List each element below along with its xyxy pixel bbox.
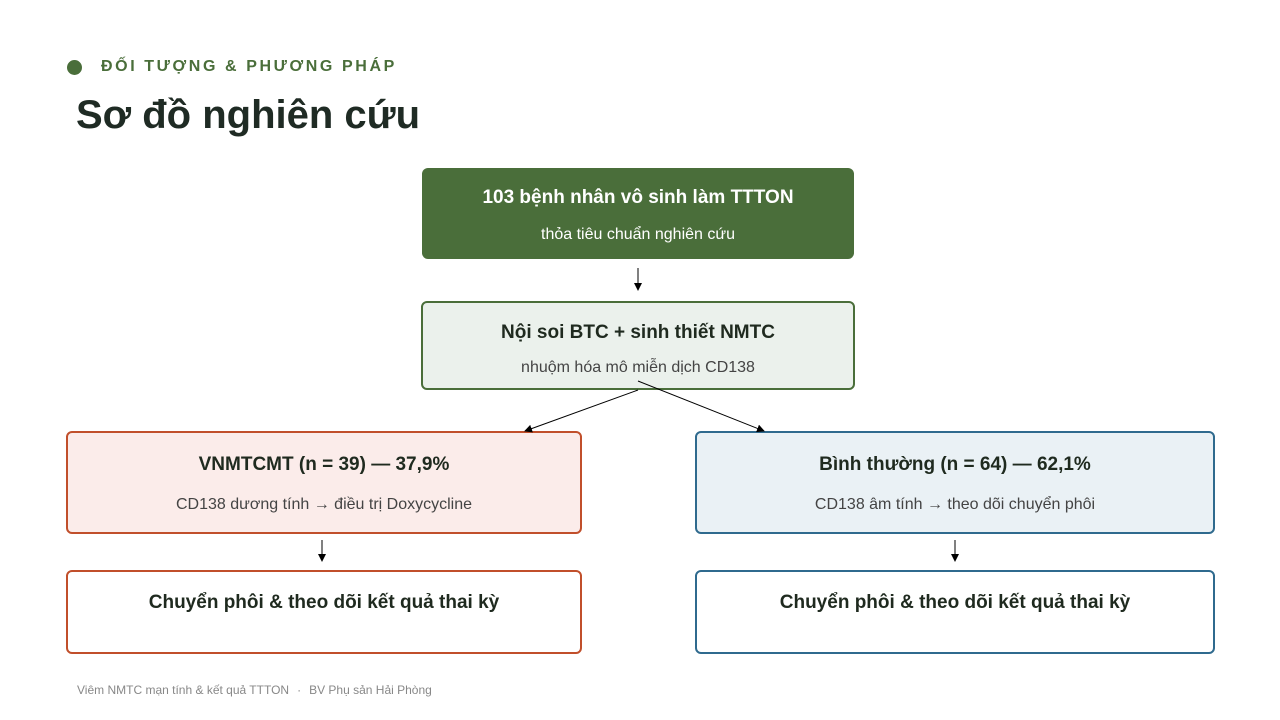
box-procedure-title: Nội soi BTC + sinh thiết NMTC [501,322,775,343]
footer-separator: · [297,683,302,697]
box-patients-title: 103 bệnh nhân vô sinh làm TTTON [482,187,794,208]
section-tag: ĐỐI TƯỢNG & PHƯƠNG PHÁP [67,58,397,76]
box-cem-title: VNMTCMT (n = 39) — 37,9% [198,454,450,475]
section-dot-icon [67,59,82,75]
arrow-middle-to-left [524,389,639,433]
box-normal-outcome: Chuyển phôi & theo dõi kết quả thai kỳ [695,570,1215,654]
box-normal-subtitle: CD138 âm tính → theo dõi chuyển phôi [814,496,1096,513]
footer-institution: BV Phụ sản Hải Phòng [309,683,432,697]
box-cem-outcome-title: Chuyển phôi & theo dõi kết quả thai kỳ [148,592,500,613]
section-label: ĐỐI TƯỢNG & PHƯƠNG PHÁP [101,58,397,75]
box-patients-subtitle: thỏa tiêu chuẩn nghiên cứu [541,226,735,243]
box-normal-title: Bình thường (n = 64) — 62,1% [819,454,1091,475]
box-patients: 103 bệnh nhân vô sinh làm TTTON thỏa tiê… [422,168,854,259]
footer: Viêm NMTC mạn tính & kết quả TTTON · BV Ph… [77,683,432,697]
box-procedure-subtitle: nhuộm hóa mô miễn dịch CD138 [521,359,755,376]
box-cem-outcome: Chuyển phôi & theo dõi kết quả thai kỳ [66,570,582,654]
box-normal-outcome-title: Chuyển phôi & theo dõi kết quả thai kỳ [779,592,1131,613]
arrow-middle-to-right [637,380,765,433]
box-normal-group: Bình thường (n = 64) — 62,1% CD138 âm tí… [695,431,1215,534]
footer-title: Viêm NMTC mạn tính & kết quả TTTON [77,683,290,697]
page-title: Sơ đồ nghiên cứu [76,93,421,137]
box-cem-subtitle: CD138 dương tính → điều trị Doxycycline [176,496,472,513]
box-procedure: Nội soi BTC + sinh thiết NMTC nhuộm hóa … [421,301,855,390]
box-cem-group: VNMTCMT (n = 39) — 37,9% CD138 dương tín… [66,431,582,534]
